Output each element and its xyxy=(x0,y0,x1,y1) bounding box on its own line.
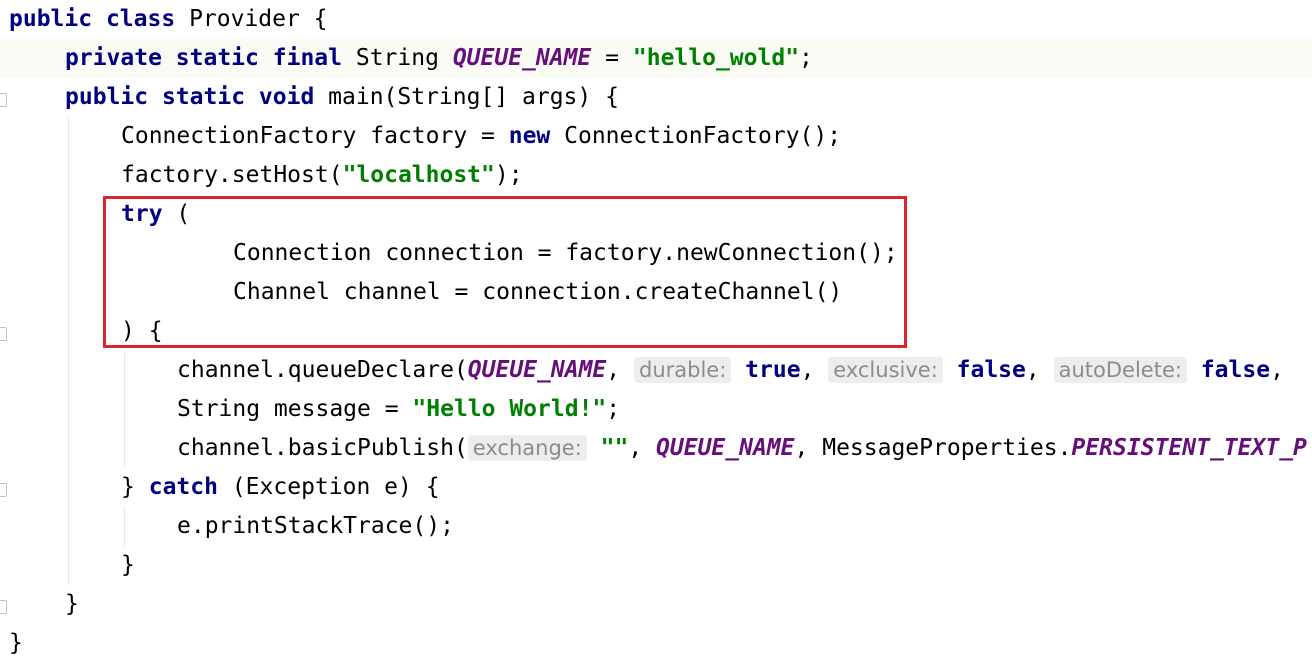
indent-guide xyxy=(68,117,69,585)
code-line-8[interactable]: Channel channel = connection.createChann… xyxy=(0,273,1312,312)
constant: QUEUE_NAME xyxy=(467,357,607,383)
comma: , xyxy=(628,435,643,461)
code-text: ( xyxy=(176,201,191,227)
code-text: } xyxy=(121,552,135,578)
keyword: void xyxy=(258,84,315,110)
code-line-13[interactable]: } catch (Exception e) { xyxy=(0,468,1312,507)
keyword: new xyxy=(508,123,551,149)
highlight-box xyxy=(103,196,907,348)
comma: , xyxy=(800,357,815,383)
fold-marker-icon[interactable] xyxy=(0,327,7,341)
string-literal: "" xyxy=(600,435,629,461)
keyword: try xyxy=(121,201,163,227)
constant: QUEUE_NAME xyxy=(452,45,592,71)
code-text: , MessageProperties. xyxy=(794,435,1072,461)
code-text: } xyxy=(65,591,79,617)
code-line-12[interactable]: channel.basicPublish(exchange: "", QUEUE… xyxy=(0,429,1312,468)
parameter-hint: exclusive: xyxy=(828,357,943,383)
comma: , xyxy=(1025,357,1040,383)
keyword: class xyxy=(105,6,176,32)
parameter-hint: exchange: xyxy=(467,435,587,461)
code-line-7[interactable]: Connection connection = factory.newConne… xyxy=(0,234,1312,273)
keyword: false xyxy=(956,357,1026,383)
code-text: } xyxy=(9,630,23,656)
comma: , xyxy=(1270,357,1284,383)
indent-guide xyxy=(124,351,125,468)
code-text: ; xyxy=(606,396,621,422)
string-literal: "localhost" xyxy=(342,162,495,188)
code-text: channel.basicPublish( xyxy=(177,435,468,461)
code-text: ); xyxy=(494,162,523,188)
code-text: factory.setHost( xyxy=(121,162,343,188)
fold-marker-icon[interactable] xyxy=(0,600,7,614)
code-text: ConnectionFactory factory = xyxy=(121,123,509,149)
operator: = xyxy=(605,45,620,71)
semicolon: ; xyxy=(799,45,813,71)
code-text: e.printStackTrace(); xyxy=(177,513,454,539)
comma: , xyxy=(606,357,621,383)
code-line-16[interactable]: } xyxy=(0,585,1312,624)
code-text: Channel channel = connection.createChann… xyxy=(233,279,843,305)
code-line-6[interactable]: try ( xyxy=(0,195,1312,234)
code-line-11[interactable]: String message = "Hello World!"; xyxy=(0,390,1312,429)
string-literal: "Hello World!" xyxy=(412,396,607,422)
keyword: false xyxy=(1200,357,1271,383)
keyword: true xyxy=(745,357,801,383)
code-text: main(String[] args) { xyxy=(328,84,619,110)
code-text: } xyxy=(121,474,135,500)
code-line-17[interactable]: } xyxy=(9,624,1312,663)
keyword: public xyxy=(9,6,93,32)
code-line-2[interactable]: private static final String QUEUE_NAME =… xyxy=(0,39,1312,78)
code-text: (Exception e) { xyxy=(231,474,440,500)
code-text: ) { xyxy=(121,318,163,344)
code-line-10[interactable]: channel.queueDeclare(QUEUE_NAME, durable… xyxy=(0,351,1312,390)
parameter-hint: autoDelete: xyxy=(1053,357,1187,383)
code-line-5[interactable]: factory.setHost("localhost"); xyxy=(0,156,1312,195)
constant: QUEUE_NAME xyxy=(656,435,795,461)
code-line-1[interactable]: public class Provider { xyxy=(9,0,1312,39)
parameter-hint: durable: xyxy=(634,357,732,383)
code-text: String message = xyxy=(177,396,413,422)
indent-guide xyxy=(124,507,125,546)
code-text: Provider { xyxy=(189,6,328,32)
code-text: Connection connection = factory.newConne… xyxy=(233,240,898,266)
keyword: static xyxy=(175,45,259,71)
code-line-3[interactable]: public static void main(String[] args) { xyxy=(0,78,1312,117)
type-name: String xyxy=(355,45,439,71)
keyword: public xyxy=(65,84,149,110)
keyword: catch xyxy=(148,474,218,500)
code-line-15[interactable]: } xyxy=(0,546,1312,585)
code-line-4[interactable]: ConnectionFactory factory = new Connecti… xyxy=(0,117,1312,156)
keyword: private xyxy=(65,45,162,71)
code-text: ConnectionFactory(); xyxy=(564,123,842,149)
keyword: static xyxy=(161,84,246,110)
fold-marker-icon[interactable] xyxy=(0,93,7,107)
code-line-9[interactable]: ) { xyxy=(0,312,1312,351)
string-literal: "hello_wold" xyxy=(632,45,800,71)
constant: PERSISTENT_TEXT_P xyxy=(1071,435,1307,461)
keyword: final xyxy=(272,45,342,71)
code-line-14[interactable]: e.printStackTrace(); xyxy=(0,507,1312,546)
fold-marker-icon[interactable] xyxy=(0,483,7,497)
code-text: channel.queueDeclare( xyxy=(177,357,468,383)
